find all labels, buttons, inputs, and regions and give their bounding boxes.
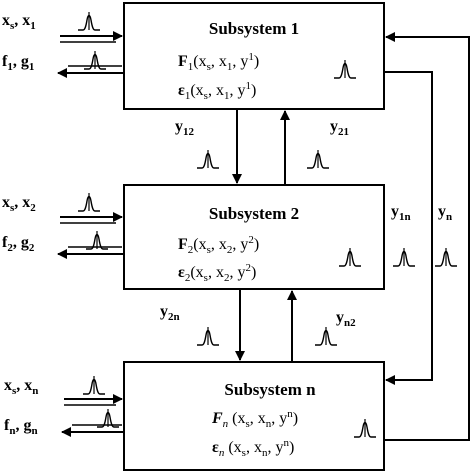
distribution-icon xyxy=(77,192,101,212)
subsystem-2-title: Subsystem 2 xyxy=(209,204,299,223)
distribution-icon xyxy=(306,149,330,169)
subsystem-1-title: Subsystem 1 xyxy=(209,19,299,38)
distribution-icon xyxy=(77,11,101,31)
coupling-label-y2n: y2n xyxy=(160,303,180,323)
distribution-icon xyxy=(196,149,220,169)
subsystem-1-box xyxy=(123,2,385,110)
subsystem-1-function-e: ε1(xs, x1, y1) xyxy=(178,80,256,102)
coupling-label-yn: yn xyxy=(438,203,452,223)
subsystem-2-box xyxy=(123,184,385,290)
distribution-icon xyxy=(434,247,458,267)
coupling-label-y21: y21 xyxy=(330,118,349,138)
coupling-label-y1n: y1n xyxy=(391,203,411,223)
coupling-label-y12: y12 xyxy=(175,118,195,138)
subsystem-n-function-e: εn (xs, xn, yn) xyxy=(212,437,294,459)
subsystem-2-function-f: F2(xs, x2, y2) xyxy=(178,234,259,256)
subsystem-1-inputs-label: xs, x1 xyxy=(2,12,36,32)
subsystem-2-outputs-label: f2, g2 xyxy=(2,234,35,254)
distribution-icon xyxy=(314,326,338,346)
distribution-icon xyxy=(392,247,416,267)
subsystem-1-function-f: F1(xs, x1, y1) xyxy=(178,51,259,73)
subsystem-n-title: Subsystem n xyxy=(224,380,316,399)
coupling-label-yn2: yn2 xyxy=(336,309,356,329)
distribution-icon xyxy=(333,59,357,79)
subsystem-n-box xyxy=(123,361,385,471)
distribution-icon xyxy=(196,326,220,346)
subsystem-n-outputs-label: fn, gn xyxy=(4,417,38,437)
subsystem-2-function-e: ε2(xs, x2, y2) xyxy=(178,262,256,284)
coupling-arrow-yn xyxy=(385,32,470,441)
coupling-arrow-y1n xyxy=(385,71,433,385)
subsystem-2-inputs-label: xs, x2 xyxy=(2,194,36,214)
subsystem-1-outputs-label: f1, g1 xyxy=(2,53,34,73)
distribution-icon xyxy=(82,375,106,395)
distribution-icon xyxy=(353,418,377,438)
subsystem-n-inputs-label: xs, xn xyxy=(4,377,38,397)
subsystem-n-function-f: Fn (xs, xn, yn) xyxy=(211,408,298,430)
distribution-icon xyxy=(338,247,362,267)
